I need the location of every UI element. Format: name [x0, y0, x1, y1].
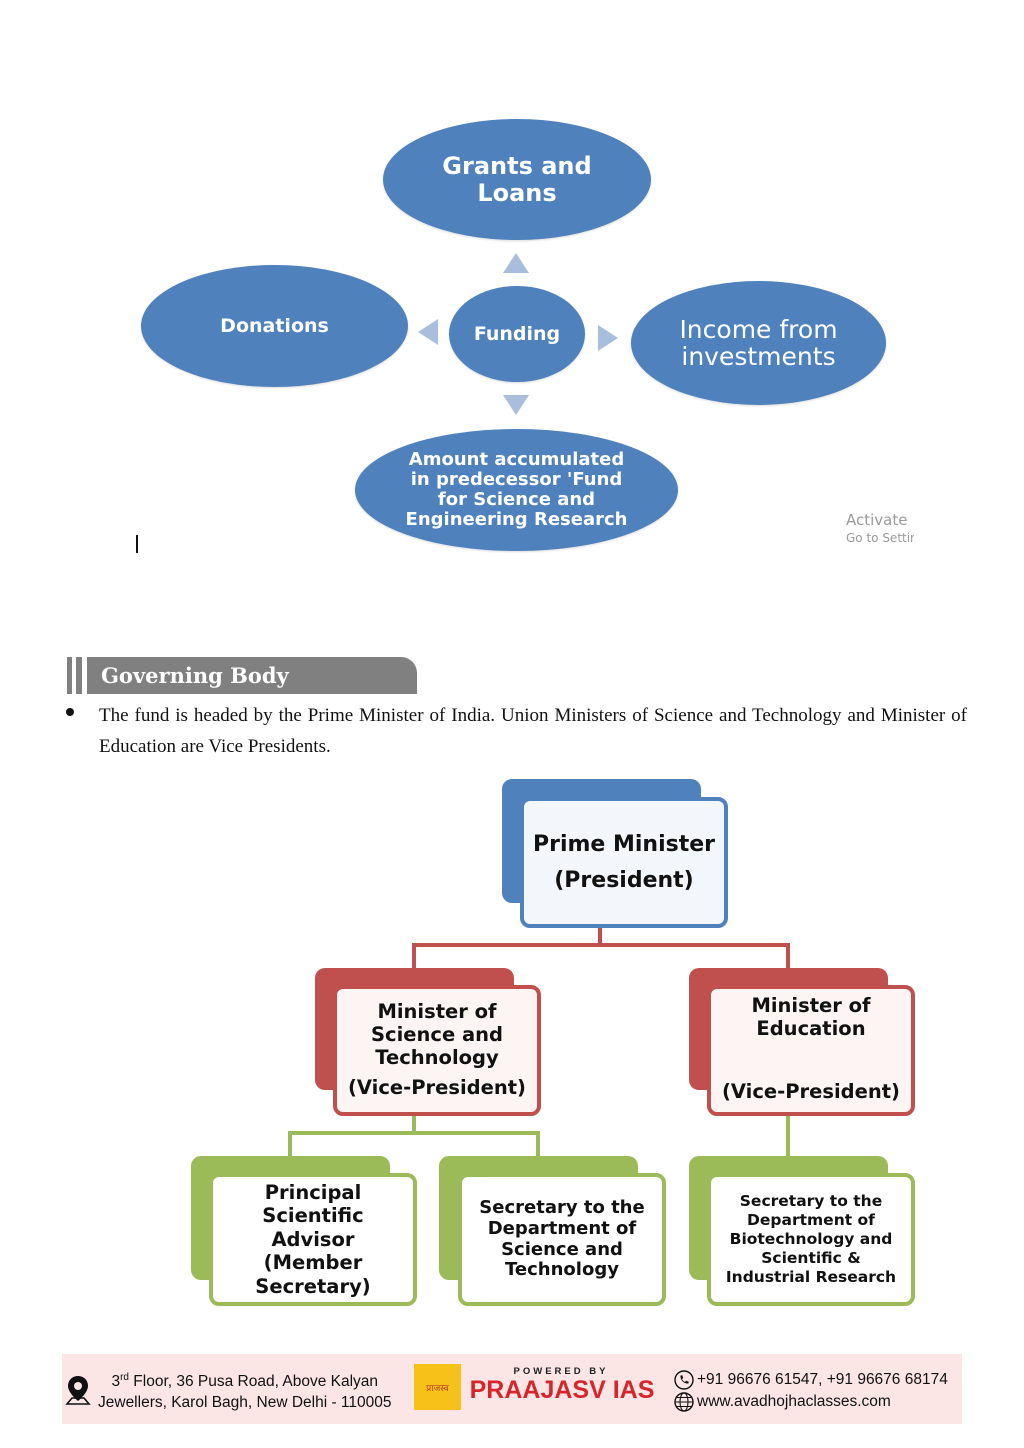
address-line1-text: Floor, 36 Pusa Road, Above Kalyan: [129, 1373, 379, 1391]
vp-education-role: (Vice-President): [722, 1080, 900, 1104]
connector-left-green-horizontal: [288, 1131, 540, 1135]
connector-left-drop: [412, 943, 416, 969]
secretary-dst-box: Secretary to the Department of Science a…: [458, 1173, 666, 1306]
node-grants-and-loans: Grants and Loans: [383, 119, 651, 240]
address-line2: Jewellers, Karol Bagh, New Delhi - 11000…: [98, 1394, 392, 1412]
brand-logo-text: प्राजस्व: [426, 1383, 449, 1394]
pm-role: (President): [554, 867, 694, 893]
arrow-down-icon: [503, 395, 529, 415]
arrow-left-icon: [418, 319, 438, 345]
brand-name: PRAAJASV IAS: [469, 1376, 655, 1404]
activation-watermark: Activate Go to Settin: [846, 511, 914, 545]
member-3-text: Secretary to the Department of Biotechno…: [725, 1192, 897, 1286]
header-stripe-2: [76, 657, 82, 694]
section-title: Governing Body: [87, 657, 417, 694]
location-pin-icon: [65, 1376, 91, 1405]
footer-website[interactable]: www.avadhojhaclasses.com: [697, 1393, 891, 1410]
watermark-line2: Go to Settin: [846, 531, 914, 545]
connector-green-drop-1: [288, 1131, 292, 1157]
connector-right-drop: [786, 943, 790, 969]
governing-body-paragraph: The fund is headed by the Prime Minister…: [99, 705, 967, 757]
header-stripe-1: [67, 657, 72, 694]
connector-left-green-vertical: [412, 1113, 416, 1133]
vp-education-box: Minister of Education (Vice-President): [707, 985, 915, 1116]
vp-education-name: Minister of Education: [751, 994, 871, 1040]
brand-logo: प्राजस्व: [414, 1364, 461, 1410]
node-amount-accumulated: Amount accumulated in predecessor 'Fund …: [355, 429, 678, 551]
powered-by: POWERED BY: [513, 1366, 609, 1377]
pm-title: Prime Minister: [532, 831, 716, 857]
connector-right-green-vertical: [786, 1115, 790, 1157]
phone-icon: [674, 1370, 694, 1390]
node-donations: Donations: [141, 265, 408, 387]
member-2-text: Secretary to the Department of Science a…: [479, 1196, 645, 1281]
section-title-text: Governing Body: [101, 663, 289, 688]
footer-phone: +91 96676 61547, +91 96676 68174: [697, 1371, 948, 1388]
footer-address: 3rd Floor, 36 Pusa Road, Above Kalyan Je…: [98, 1367, 392, 1413]
vp-science-role: (Vice-President): [348, 1076, 526, 1100]
globe-icon: [674, 1392, 694, 1412]
address-line1: 3rd Floor, 36 Pusa Road, Above Kalyan: [98, 1367, 392, 1392]
vp-science-name: Minister of Science and Technology: [371, 1000, 503, 1069]
watermark-line1: Activate: [846, 511, 908, 529]
secretary-dbt-dsir-box: Secretary to the Department of Biotechno…: [707, 1173, 915, 1306]
connector-top-vertical: [598, 927, 602, 945]
node-income-from-investments: Income from investments: [631, 281, 886, 405]
pm-box: Prime Minister (President): [520, 797, 728, 928]
arrow-up-icon: [503, 253, 529, 273]
address-floor-number: 3: [111, 1373, 121, 1391]
bullet-icon: [66, 708, 74, 716]
address-floor-suffix: rd: [120, 1372, 129, 1383]
connector-top-horizontal: [412, 943, 790, 947]
arrow-right-icon: [598, 325, 618, 351]
footer: 3rd Floor, 36 Pusa Road, Above Kalyan Je…: [62, 1354, 962, 1424]
connector-green-drop-2: [536, 1131, 540, 1157]
node-funding: Funding: [449, 286, 585, 382]
principal-scientific-advisor-box: Principal Scientific Advisor (Member Sec…: [209, 1173, 417, 1306]
text-cursor: [136, 535, 138, 553]
vp-science-box: Minister of Science and Technology (Vice…: [333, 985, 541, 1116]
member-1-text: Principal Scientific Advisor (Member Sec…: [255, 1181, 371, 1298]
